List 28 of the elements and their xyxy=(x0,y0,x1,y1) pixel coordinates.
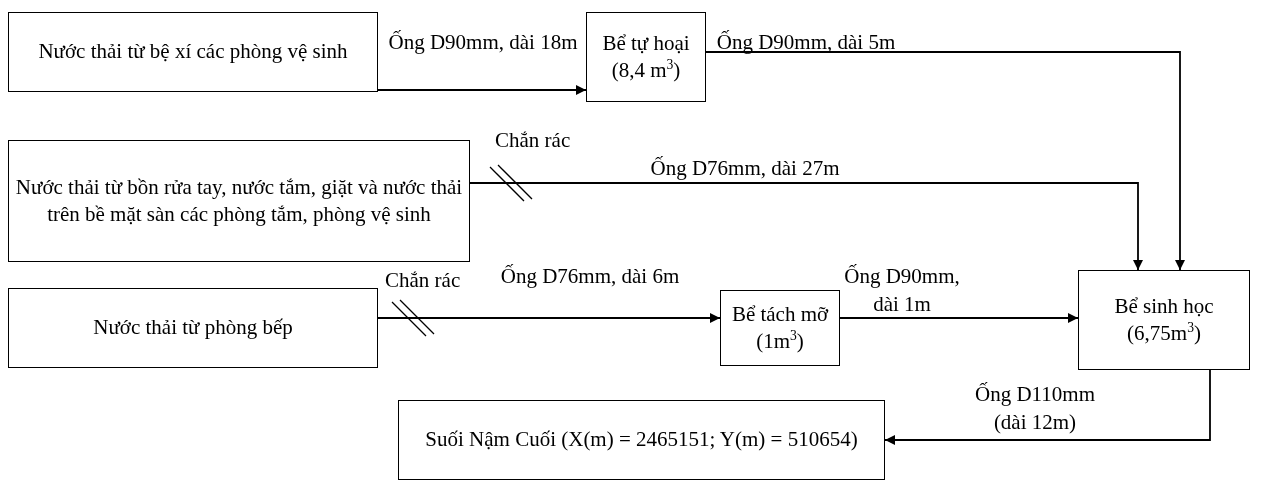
node-text: Nước thải từ bệ xí các phòng vệ sinh xyxy=(38,38,348,66)
process-box xyxy=(8,12,378,92)
process-box xyxy=(8,288,378,368)
node-text: Bể tự hoại (8,4 m$^{3}$) xyxy=(601,29,691,84)
screen-label: Chắn rác xyxy=(495,128,571,153)
edge-label: Ống D76mm, dài 6m xyxy=(500,263,680,290)
node-text: Bể tách mỡ (1m$^{3}$) xyxy=(730,300,830,355)
arrow xyxy=(377,85,587,95)
arrow xyxy=(377,313,721,323)
edge-label: Ống D110mm (dài 12m) xyxy=(974,381,1096,437)
node-text: Bể sinh học (6,75m$^{3}$) xyxy=(1113,292,1215,347)
edge-label: Ống D76mm, dài 27m xyxy=(649,155,841,182)
edge-label: Ống D90mm, dài 5m xyxy=(715,29,897,56)
arrow xyxy=(705,51,1185,271)
arrow xyxy=(839,313,1079,323)
edge-label: Ống D90mm, dài 1m xyxy=(843,263,961,319)
node-text: Nước thải từ bồn rửa tay, nước tắm, giặt và nước thải trên bề mặt sàn các phòng tắm, phòng vệ sinh xyxy=(15,173,463,228)
process-box xyxy=(398,400,885,480)
process-box xyxy=(1078,270,1250,370)
process-box xyxy=(8,140,470,262)
edge-label: Ống D90mm, dài 18m xyxy=(387,29,579,56)
screen-label: Chắn rác xyxy=(385,268,461,293)
node-text: Nước thải từ phòng bếp xyxy=(93,314,293,342)
process-box xyxy=(720,290,840,366)
node-text: Suối Nậm Cuối (X(m) = 2465151; Y(m) = 510654) xyxy=(425,426,858,454)
arrow xyxy=(469,182,1143,271)
arrow xyxy=(884,369,1211,445)
process-box xyxy=(586,12,706,102)
